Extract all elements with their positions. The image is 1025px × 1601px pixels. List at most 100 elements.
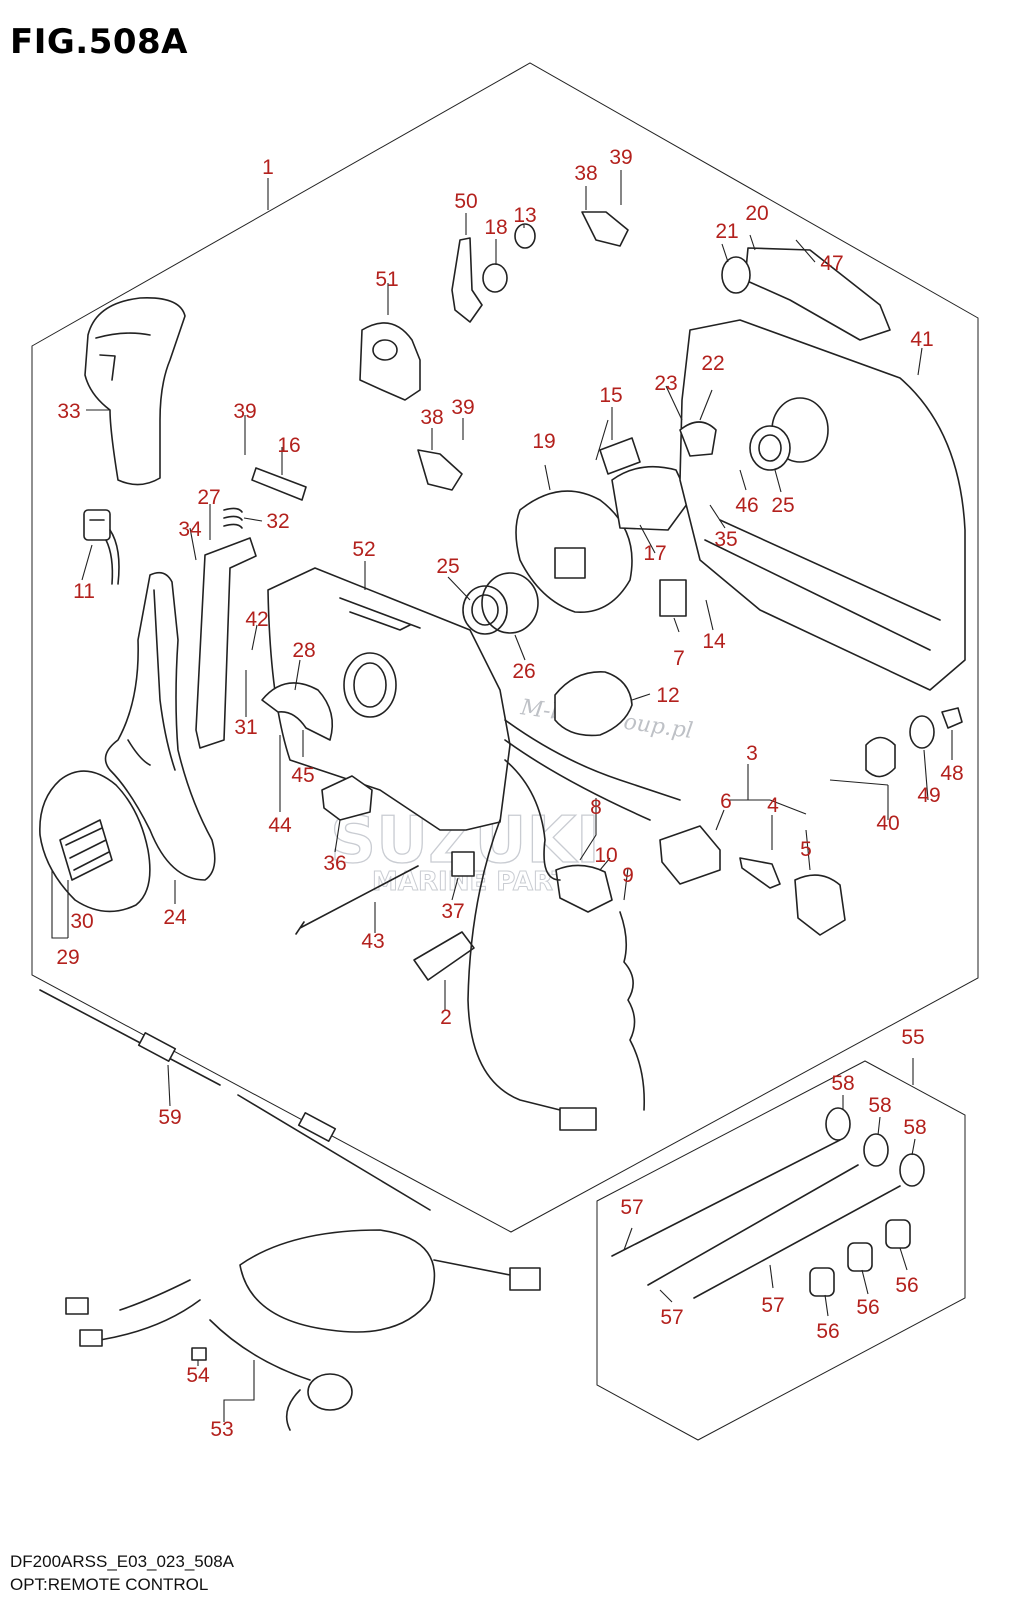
key-cap-part (794, 874, 846, 936)
side-cover-part (679, 319, 966, 691)
callout-44: 44 (268, 814, 292, 837)
callout-42: 42 (245, 608, 268, 631)
callout-7: 7 (673, 647, 685, 670)
callout-58-c: 58 (903, 1116, 926, 1139)
callout-labels: 1 2 3 4 5 6 7 8 9 10 11 12 13 14 15 16 1… (56, 146, 963, 1441)
callout-10: 10 (594, 844, 617, 867)
screw-part (295, 865, 419, 935)
callout-20: 20 (745, 202, 768, 225)
callout-29: 29 (56, 946, 79, 969)
callout-36: 36 (323, 852, 346, 875)
spring-part (223, 507, 243, 529)
callout-30: 30 (70, 910, 93, 933)
callout-53: 53 (210, 1418, 233, 1441)
callout-3: 3 (746, 742, 758, 765)
bushing-part (482, 263, 508, 293)
callout-12: 12 (656, 684, 679, 707)
callout-14: 14 (702, 630, 726, 653)
callout-13: 13 (513, 204, 536, 227)
long-bolts (611, 1139, 901, 1299)
cable-part (39, 989, 431, 1211)
plate-part (611, 465, 691, 531)
gasket-part (481, 572, 539, 634)
callout-38-top: 38 (574, 162, 597, 185)
callout-54: 54 (186, 1364, 210, 1387)
washer-58b (863, 1133, 889, 1167)
key-switch-part (659, 825, 721, 885)
ring-part-b (721, 256, 751, 294)
callout-31: 31 (234, 716, 257, 739)
lever-cap-part (39, 770, 151, 913)
diagram-code: DF200ARSS_E03_023_508A (10, 1552, 234, 1571)
detent-lever-part (451, 237, 483, 323)
callout-48: 48 (940, 762, 963, 785)
callout-59: 59 (158, 1106, 181, 1129)
callout-37: 37 (441, 900, 464, 923)
callout-19: 19 (532, 430, 555, 453)
callout-51: 51 (375, 268, 398, 291)
callout-24: 24 (163, 906, 187, 929)
tilt-switch-part (659, 579, 687, 617)
callout-38-mid: 38 (420, 406, 443, 429)
callout-50: 50 (454, 190, 477, 213)
washer-part-b (909, 715, 935, 749)
pin-part (251, 467, 307, 501)
callout-57-a: 57 (620, 1196, 643, 1219)
callout-58-b: 58 (868, 1094, 891, 1117)
callout-27: 27 (197, 486, 220, 509)
harness-connector (509, 1267, 541, 1291)
callout-33: 33 (57, 400, 80, 423)
callout-45: 45 (291, 764, 314, 787)
callout-39-top: 39 (609, 146, 632, 169)
callout-39-left: 39 (233, 400, 256, 423)
connector-part (559, 1107, 597, 1131)
switch-part (83, 509, 111, 541)
neutral-switch-part (554, 671, 633, 737)
callout-16: 16 (277, 434, 300, 457)
gear-plate-part (261, 682, 334, 741)
callout-32: 32 (266, 510, 289, 533)
callout-43: 43 (361, 930, 384, 953)
callout-52: 52 (352, 538, 375, 561)
bracket-part (359, 322, 421, 401)
callout-40: 40 (876, 812, 899, 835)
callout-39-mid: 39 (451, 396, 474, 419)
clip-part (451, 851, 475, 877)
bolt-kit-boundary (596, 1060, 966, 1441)
washer-58a (825, 1107, 851, 1141)
collar-56b (847, 1242, 873, 1272)
stop-switch-part (555, 864, 613, 913)
cam-disc-part (515, 490, 633, 613)
lanyard-part (619, 911, 646, 1111)
callout-17: 17 (643, 542, 666, 565)
harness-wires (504, 719, 681, 881)
stop-plate-part-a (581, 211, 629, 247)
plate-part-2 (413, 931, 475, 981)
lever-plate-part (195, 537, 257, 749)
assembly-boundary (31, 62, 979, 1233)
callout-25-left: 25 (436, 555, 459, 578)
washer-58c (899, 1153, 925, 1187)
figure-title: FIG.508A (10, 22, 188, 62)
callout-47: 47 (820, 252, 843, 275)
leader-lines (51, 170, 953, 1422)
callout-15: 15 (599, 384, 622, 407)
callout-56-b: 56 (856, 1296, 879, 1319)
callout-18: 18 (484, 216, 507, 239)
callout-41: 41 (910, 328, 933, 351)
callout-9: 9 (622, 864, 634, 887)
ring-part-c (749, 425, 791, 471)
callout-21: 21 (715, 220, 738, 243)
grommet-part (865, 736, 896, 778)
callout-5: 5 (800, 838, 812, 861)
callout-46: 46 (735, 494, 758, 517)
handle-part (744, 247, 891, 341)
ring-part-a (462, 585, 508, 635)
grip-cover-part (84, 297, 186, 486)
callout-22: 22 (701, 352, 724, 375)
callout-55: 55 (901, 1026, 924, 1049)
nut-part (941, 707, 963, 729)
collar-56c (885, 1219, 911, 1249)
collar-56a (809, 1267, 835, 1297)
